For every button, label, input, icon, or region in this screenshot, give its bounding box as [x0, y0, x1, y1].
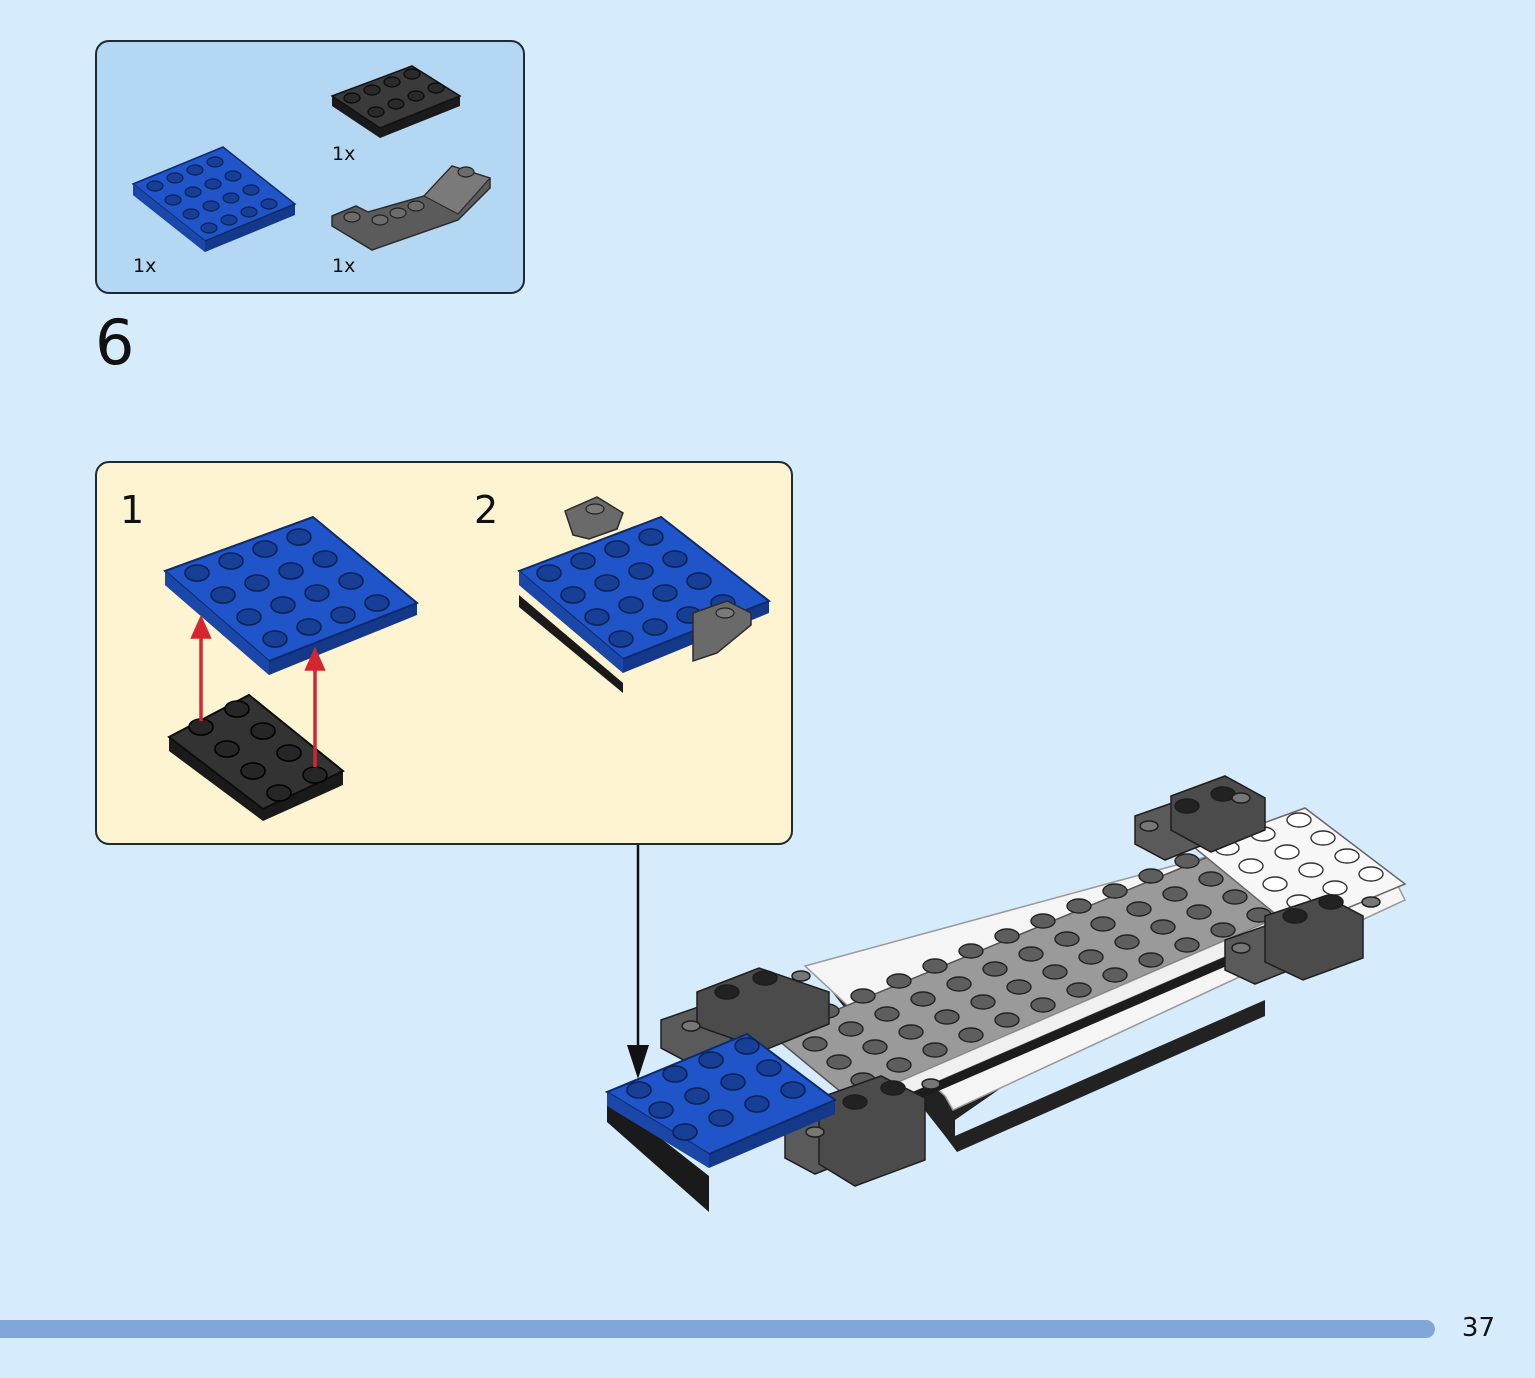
sub-step-1-illustration — [163, 515, 419, 821]
page-number: 37 — [1461, 1313, 1495, 1343]
main-model-illustration — [604, 775, 1407, 1212]
inverted-slope-icon — [331, 165, 492, 251]
sub-assembly-box: 1 2 — [95, 461, 793, 845]
black-plate-quantity: 1x — [332, 143, 356, 165]
sub-step-2-illustration — [517, 496, 771, 693]
assembly-arrows — [190, 614, 326, 767]
progress-bar — [0, 1320, 1435, 1338]
blue-plate-quantity: 1x — [133, 255, 157, 277]
attach-arrow — [627, 845, 649, 1079]
parts-list-box: 1x 1x 1x — [95, 40, 525, 294]
blue-plate-icon — [131, 146, 297, 252]
black-plate-icon — [330, 65, 462, 138]
sub-step-1-number: 1 — [120, 488, 145, 532]
step-number: 6 — [95, 306, 135, 379]
inverted-slope-quantity: 1x — [332, 255, 356, 277]
sub-step-2-number: 2 — [474, 488, 499, 532]
